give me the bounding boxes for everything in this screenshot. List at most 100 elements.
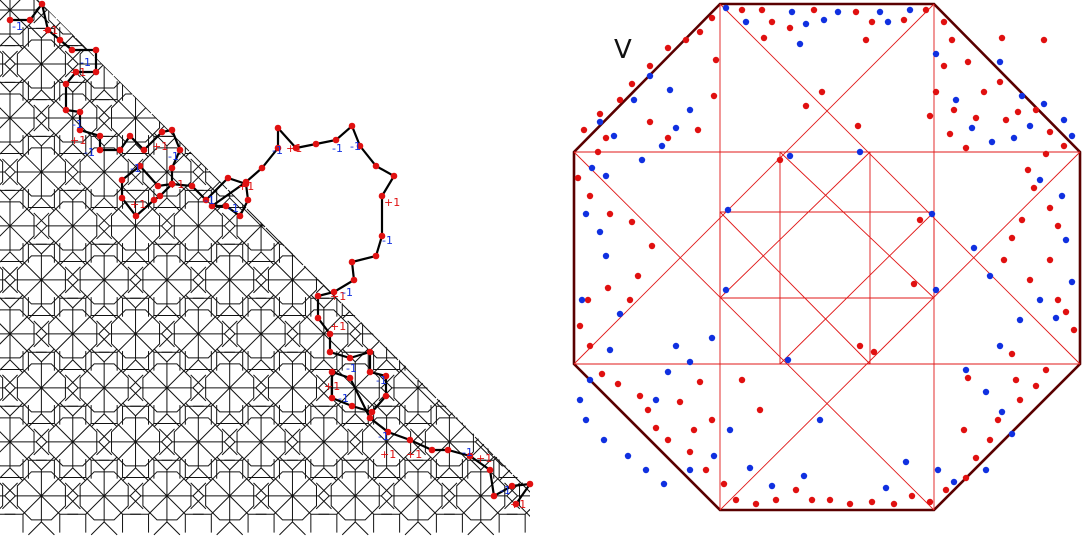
window-point-red	[614, 380, 622, 388]
tile-edge	[347, 441, 361, 456]
window-point-red	[636, 392, 644, 400]
tile-edge	[347, 0, 361, 11]
tile-edge	[504, 266, 518, 281]
tile-edge	[59, 359, 74, 374]
tile-edge	[378, 63, 393, 78]
window-point-blue	[746, 464, 754, 472]
tile-edge	[284, 441, 299, 456]
tile-octagon	[16, 147, 66, 197]
tile-edge	[417, 521, 432, 536]
tile-edge	[557, 226, 575, 244]
tile-edge	[72, 423, 92, 443]
window-point-blue	[582, 416, 590, 424]
tile-edge	[166, 279, 186, 299]
tile-edge	[417, 89, 432, 104]
tile-edge	[9, 35, 24, 50]
tile-edge	[122, 359, 136, 374]
tile-edge	[292, 495, 312, 515]
tile-edge	[318, 482, 332, 497]
tile-edge	[9, 0, 29, 11]
tile-edge	[135, 35, 149, 50]
window-point-blue	[1068, 132, 1076, 140]
path-vertex-dot	[368, 408, 376, 416]
tile-edge	[279, 89, 293, 104]
tile-edge	[161, 320, 175, 335]
window-point-blue	[998, 408, 1006, 416]
tile-edge	[380, 482, 395, 497]
tile-edge	[41, 495, 61, 515]
tile-edge	[9, 143, 24, 158]
tile-edge	[524, 495, 530, 515]
tile-edge	[0, 186, 11, 201]
tile-edge	[498, 467, 513, 482]
tile-edge	[260, 423, 280, 443]
path-vertex-dot	[96, 146, 104, 154]
tile-edge	[341, 413, 356, 428]
tile-edge	[35, 104, 50, 119]
tile-edge	[606, 388, 624, 406]
tile-edge	[197, 315, 218, 335]
tile-octagon	[551, 0, 599, 34]
tile-edge	[443, 266, 458, 281]
tile-edge	[475, 333, 489, 348]
tile-edge	[472, 104, 487, 119]
tile-edge	[197, 294, 212, 309]
tile-edge	[148, 477, 168, 497]
path-vertex-dot	[118, 176, 126, 184]
tile-edge	[417, 348, 432, 363]
window-point-red	[916, 216, 924, 224]
tile-edge	[378, 279, 393, 294]
plus-one-label: +1	[168, 178, 184, 191]
tile-edge	[286, 9, 301, 24]
window-point-red	[606, 210, 614, 218]
path-vertex-dot	[326, 348, 334, 356]
tile-edge	[242, 423, 262, 443]
tile-edge	[354, 387, 374, 407]
path-vertex-dot	[244, 196, 252, 204]
tile-edge	[41, 197, 55, 212]
tile-edge	[430, 225, 450, 245]
tile-edge	[323, 35, 338, 50]
path-vertex-dot	[188, 182, 196, 190]
tile-edge	[475, 225, 489, 240]
window-point-red	[1042, 150, 1050, 158]
tile-edge	[480, 279, 500, 299]
tile-edge	[67, 482, 81, 497]
path-vertex-dot	[378, 192, 386, 200]
tile-edge	[253, 495, 267, 510]
tile-edge	[98, 104, 113, 119]
tile-edge	[506, 63, 521, 78]
tile-edge	[223, 441, 238, 456]
window-point-blue	[666, 86, 674, 94]
tile-edge	[380, 374, 395, 389]
tile-edge	[443, 387, 458, 402]
tile-edge	[279, 197, 293, 212]
tile-edge	[462, 45, 482, 65]
tile-edge	[0, 0, 11, 11]
tile-edge	[504, 482, 518, 497]
tile-octagon	[424, 93, 474, 143]
path-polyline	[8, 1, 533, 506]
tile-edge	[284, 333, 299, 348]
tile-edge	[35, 117, 50, 132]
window-point-blue	[820, 16, 828, 24]
tile-edge	[588, 280, 606, 298]
window-point-blue	[856, 148, 864, 156]
tile-edge	[210, 387, 231, 407]
tile-edge	[216, 240, 231, 255]
tile-edge	[292, 279, 312, 299]
tile-edge	[247, 359, 262, 374]
tile-edge	[255, 279, 270, 294]
tile-edge	[4, 279, 18, 294]
tile-edge	[462, 369, 482, 389]
tile-edge	[166, 413, 181, 428]
tile-edge	[28, 348, 42, 363]
tile-edge	[192, 482, 207, 497]
tile-edge	[318, 50, 332, 65]
tile-edge	[557, 100, 575, 118]
minus-one-label: -1	[204, 194, 215, 207]
tile-edge	[135, 225, 155, 245]
tile-edge	[166, 197, 181, 212]
tile-edge	[292, 477, 312, 497]
tile-edge	[536, 105, 549, 118]
